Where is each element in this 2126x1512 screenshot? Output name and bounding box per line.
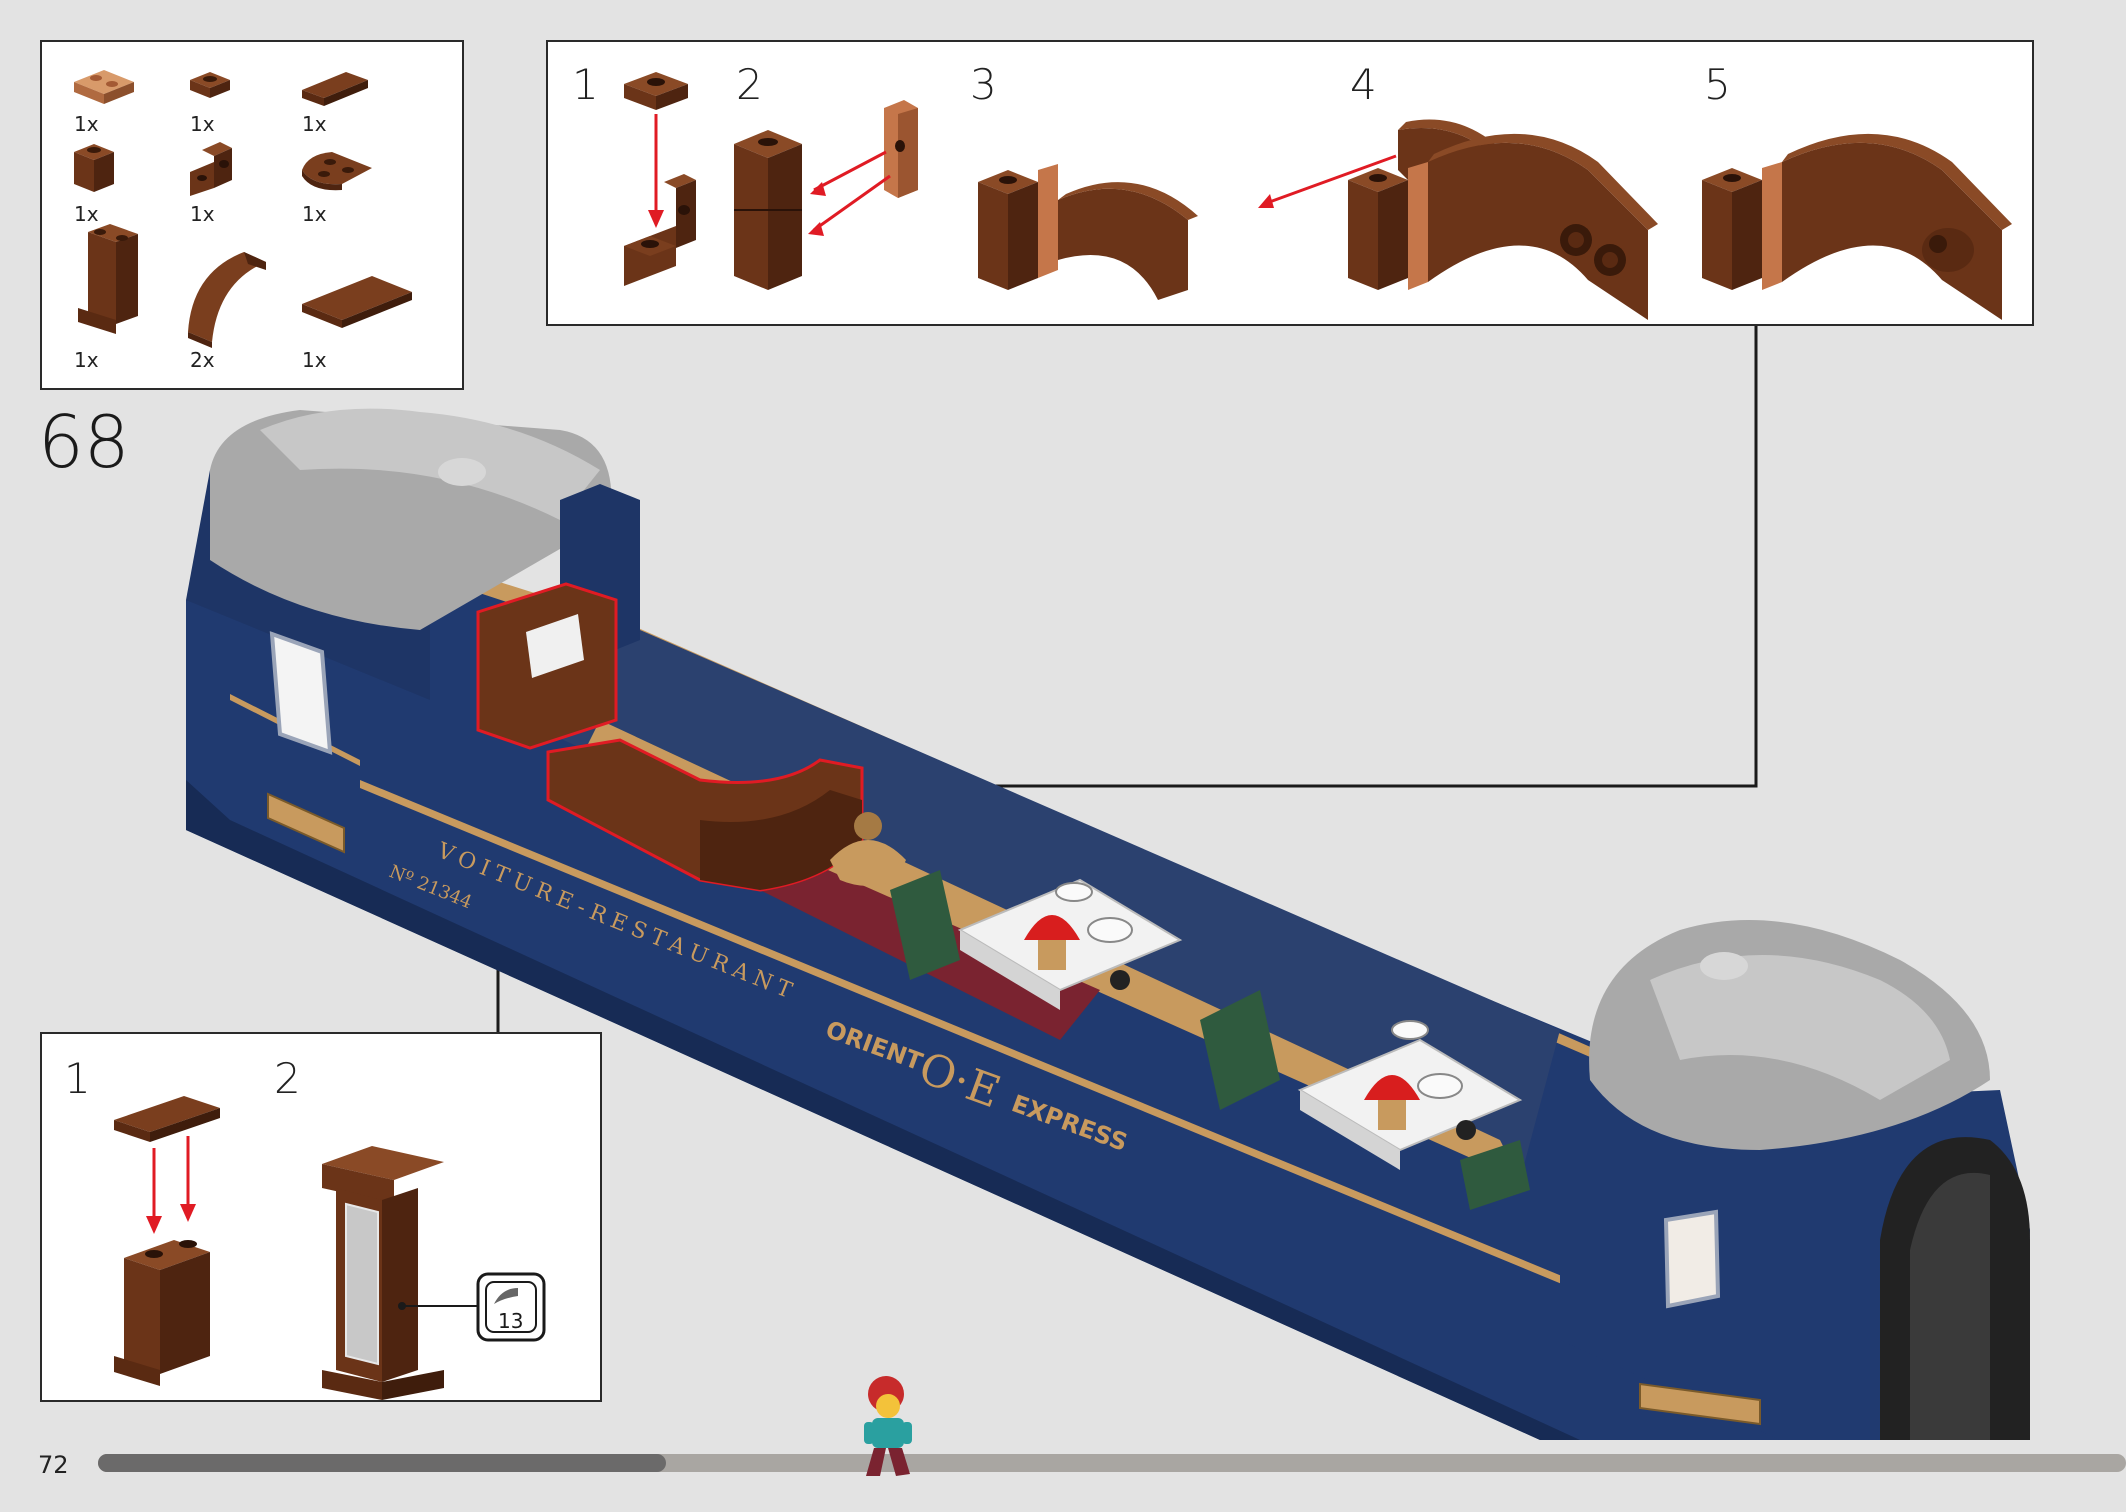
sub-assembly-top-box: 1 2 3 4 5 <box>546 40 2034 326</box>
parts-list-box: 1x 1x 1x 1x 1x 1x 1x 2x 1x <box>40 40 464 390</box>
sub-assembly-top-illustrations <box>624 72 2012 320</box>
brown-curved-slope-icon <box>188 252 266 348</box>
substep-number-3: 3 <box>970 60 997 109</box>
part-qty-2: 1x <box>190 112 215 136</box>
page-number: 72 <box>38 1451 69 1479</box>
sticker-icon <box>494 1288 518 1304</box>
part-qty-7: 1x <box>74 348 99 372</box>
brown-brick-1x1-icon <box>74 144 114 192</box>
brown-plate-1x1-icon <box>190 72 230 98</box>
sticker-number: 13 <box>498 1309 523 1333</box>
part-qty-3: 1x <box>302 112 327 136</box>
sub-assembly-bottom-illustrations: 13 <box>114 1096 546 1400</box>
brown-bracket-1x1-icon <box>190 142 232 196</box>
substep-1-illustration <box>624 72 696 286</box>
bottom-substep-2-illustration <box>322 1146 444 1400</box>
brown-tile-2x4-icon <box>302 276 412 328</box>
substep-number-5: 5 <box>1704 60 1731 109</box>
part-qty-5: 1x <box>190 202 215 226</box>
minifigure-progress-marker <box>864 1376 912 1476</box>
substep-5-illustration <box>1702 133 2012 320</box>
substep-number-4: 4 <box>1350 60 1377 109</box>
brown-wedge-plate-icon <box>302 152 372 191</box>
callout-line-top <box>880 326 1758 788</box>
substep-number-1: 1 <box>572 60 599 109</box>
sub-assembly-bottom-box: 1 2 13 <box>40 1032 602 1402</box>
brown-tile-1x2-icon <box>302 72 368 106</box>
table-lamp-1 <box>1024 915 1080 970</box>
step-number: 68 <box>38 400 130 484</box>
substep-number-2: 2 <box>736 60 763 109</box>
window-right <box>1663 1209 1721 1309</box>
bottom-substep-number-2: 2 <box>274 1054 301 1103</box>
substep-2-illustration <box>734 100 918 290</box>
train-car <box>186 408 2030 1440</box>
bottom-substep-1-illustration <box>114 1096 220 1386</box>
tan-plate-1x2-icon <box>74 70 134 104</box>
part-qty-8: 2x <box>190 348 215 372</box>
brown-panel-1x2x3-icon <box>78 224 138 334</box>
part-qty-1: 1x <box>74 112 99 136</box>
progress-fill <box>98 1454 666 1472</box>
part-qty-9: 1x <box>302 348 327 372</box>
part-qty-6: 1x <box>302 202 327 226</box>
table-lamp-2 <box>1364 1075 1420 1130</box>
substep-4-illustration <box>1348 133 1658 320</box>
bottom-substep-number-1: 1 <box>64 1054 91 1103</box>
window-left <box>269 631 333 755</box>
parts-list-illustrations <box>74 70 412 348</box>
part-qty-4: 1x <box>74 202 99 226</box>
